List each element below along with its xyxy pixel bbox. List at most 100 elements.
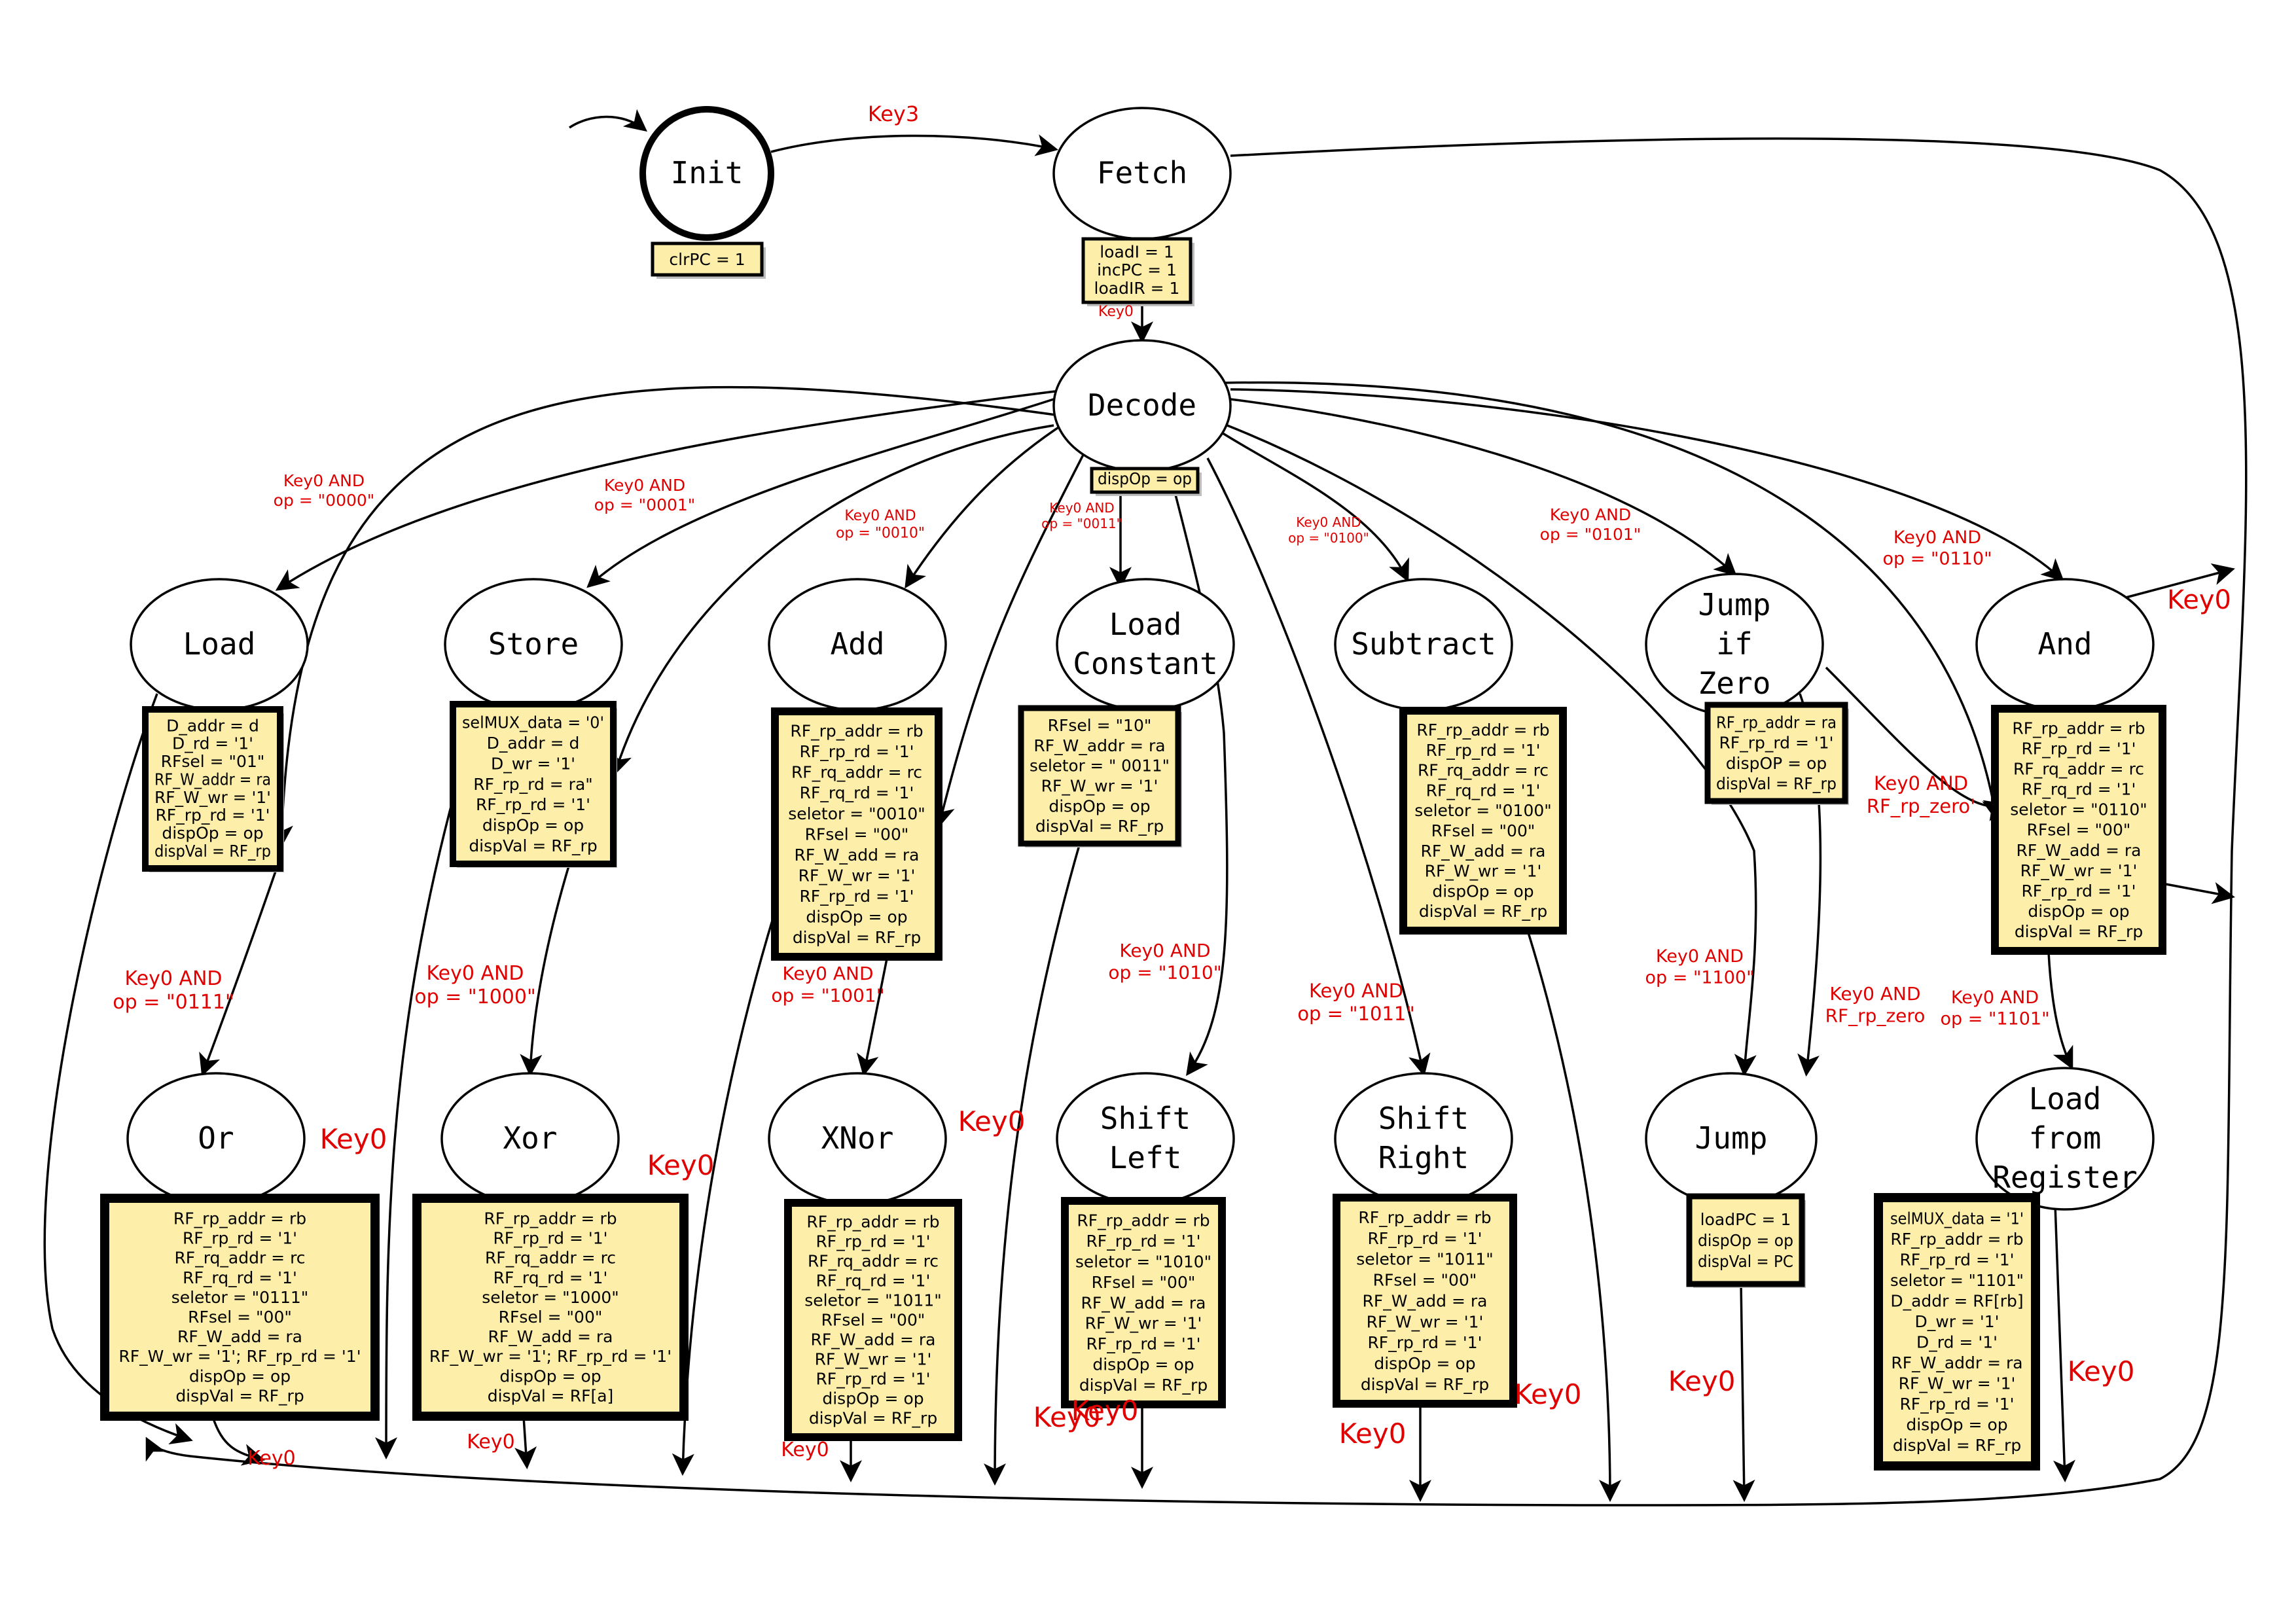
transition-arrow xyxy=(211,1416,265,1466)
box-line: dispVal = RF_rp xyxy=(1035,817,1164,836)
state-label: Or xyxy=(198,1120,234,1156)
transition-label-line: op = "1101" xyxy=(1941,1008,2050,1029)
transition-label-line: op = "0000" xyxy=(274,491,375,510)
transition-label-line: Key0 AND xyxy=(1656,946,1744,967)
transition-arrow xyxy=(520,863,571,1077)
box-line: RFsel = "00" xyxy=(499,1308,603,1327)
box-line: RF_rp_rd = '1' xyxy=(155,806,270,825)
transition-label: Key0 xyxy=(1515,1378,1582,1410)
output-box-decode: dispOp = op xyxy=(1090,467,1202,496)
transition-label: Key0 xyxy=(647,1149,715,1181)
box-line: RF_W_wr = '1' xyxy=(1425,862,1542,881)
box-line: seletor = "1011" xyxy=(1356,1250,1494,1269)
box-line: RF_rp_rd = '1' xyxy=(816,1232,930,1251)
box-frame xyxy=(142,706,283,872)
box-line: RFsel = "00" xyxy=(1431,821,1535,840)
transition-arrow xyxy=(770,134,1058,156)
transition-label: Key0 xyxy=(2167,585,2231,615)
box-line: loadI = 1 xyxy=(1100,243,1174,262)
box-line: RF_rp_rd = '1' xyxy=(1719,734,1833,753)
box-line: RF_rq_rd = '1' xyxy=(800,783,914,802)
box-line: dispOp = op xyxy=(162,824,263,843)
box-line: selMUX_data = '0' xyxy=(462,713,604,732)
state-label: Jump xyxy=(1695,1120,1768,1156)
box-line: seletor = "1010" xyxy=(1075,1252,1211,1271)
box-line: dispOp = op xyxy=(499,1366,601,1385)
box-line: seletor = "0100" xyxy=(1414,801,1552,820)
transition-label: Key0 xyxy=(1033,1401,1101,1433)
state-node xyxy=(1056,578,1235,711)
state-label: Init xyxy=(671,155,744,190)
transition-label-line: op = "0010" xyxy=(836,525,925,541)
state-label: Load xyxy=(183,626,256,662)
box-line: RF_rp_addr = ra xyxy=(1716,713,1837,732)
box-line: RF_rp_rd = '1' xyxy=(1086,1334,1200,1353)
box-line: RFsel = "00" xyxy=(188,1308,292,1327)
box-line: D_wr = '1' xyxy=(491,754,575,773)
transitions xyxy=(43,109,2248,1507)
transition-arrow xyxy=(933,454,1085,828)
transition-label-line: Key0 AND xyxy=(1049,500,1114,516)
box-line: dispOp = op xyxy=(822,1389,924,1408)
transition-arrow xyxy=(1206,457,1431,1077)
box-line: RF_W_addr = ra xyxy=(154,770,271,789)
box-line: clrPC = 1 xyxy=(669,250,745,269)
box-line: dispOp = op xyxy=(1098,469,1192,488)
box-line: RF_rq_rd = '1' xyxy=(183,1268,297,1287)
box-line: RF_W_wr = '1'; RF_rp_rd = '1' xyxy=(118,1347,361,1366)
box-line: RF_W_addr = ra xyxy=(1033,736,1165,755)
box-line: RF_rq_addr = rc xyxy=(791,763,922,782)
transition-arrow xyxy=(610,424,1054,776)
transition-label-line: op = "1010" xyxy=(1108,962,1221,984)
transition-label-line: Key0 xyxy=(1515,1378,1582,1410)
box-line: D_wr = '1' xyxy=(1915,1312,2000,1331)
box-line: RF_W_add = ra xyxy=(488,1327,613,1346)
box-line: loadIR = 1 xyxy=(1094,279,1180,298)
transition-label-line: RF_rp_zero xyxy=(1825,1005,1926,1027)
box-line: RF_rq_addr = rc xyxy=(174,1249,305,1268)
state-node xyxy=(1056,1072,1235,1205)
transition-label-line: op = "1000" xyxy=(414,986,536,1008)
state-node xyxy=(1334,1072,1513,1205)
transition-label-line: op = "0011" xyxy=(1041,516,1122,531)
box-line: RF_W_add = ra xyxy=(811,1330,936,1349)
transition-label-line: op = "0101" xyxy=(1540,525,1641,544)
state-label: Store xyxy=(488,626,579,662)
transition-arrow xyxy=(569,109,647,132)
box-line: seletor = "1000" xyxy=(482,1288,619,1307)
box-line: dispVal = RF_rp xyxy=(1893,1436,2021,1455)
transition-arrow xyxy=(270,385,1061,848)
output-box-init: clrPC = 1 xyxy=(651,241,766,279)
state-label: Add xyxy=(830,626,884,662)
transition-arrow xyxy=(672,909,777,1476)
transition-label-line: Key0 xyxy=(247,1447,295,1470)
state-label: Decode xyxy=(1088,387,1196,423)
state-add: Add xyxy=(768,578,947,711)
box-line: seletor = "1101" xyxy=(1890,1271,2024,1290)
box-frame xyxy=(1874,1193,2040,1471)
transition-label: Key0 xyxy=(1339,1418,1407,1450)
box-frame xyxy=(784,1199,962,1441)
box-line: seletor = "0110" xyxy=(2010,800,2147,819)
box-line: RF_W_wr = '1' xyxy=(2020,861,2138,880)
box-line: RF_W_add = ra xyxy=(1421,842,1546,861)
state-node xyxy=(1975,1067,2155,1211)
transition-arrow xyxy=(1230,388,2064,582)
box-line: RF_rp_rd = '1' xyxy=(1899,1395,2014,1414)
transition-arrow xyxy=(1230,398,1737,577)
